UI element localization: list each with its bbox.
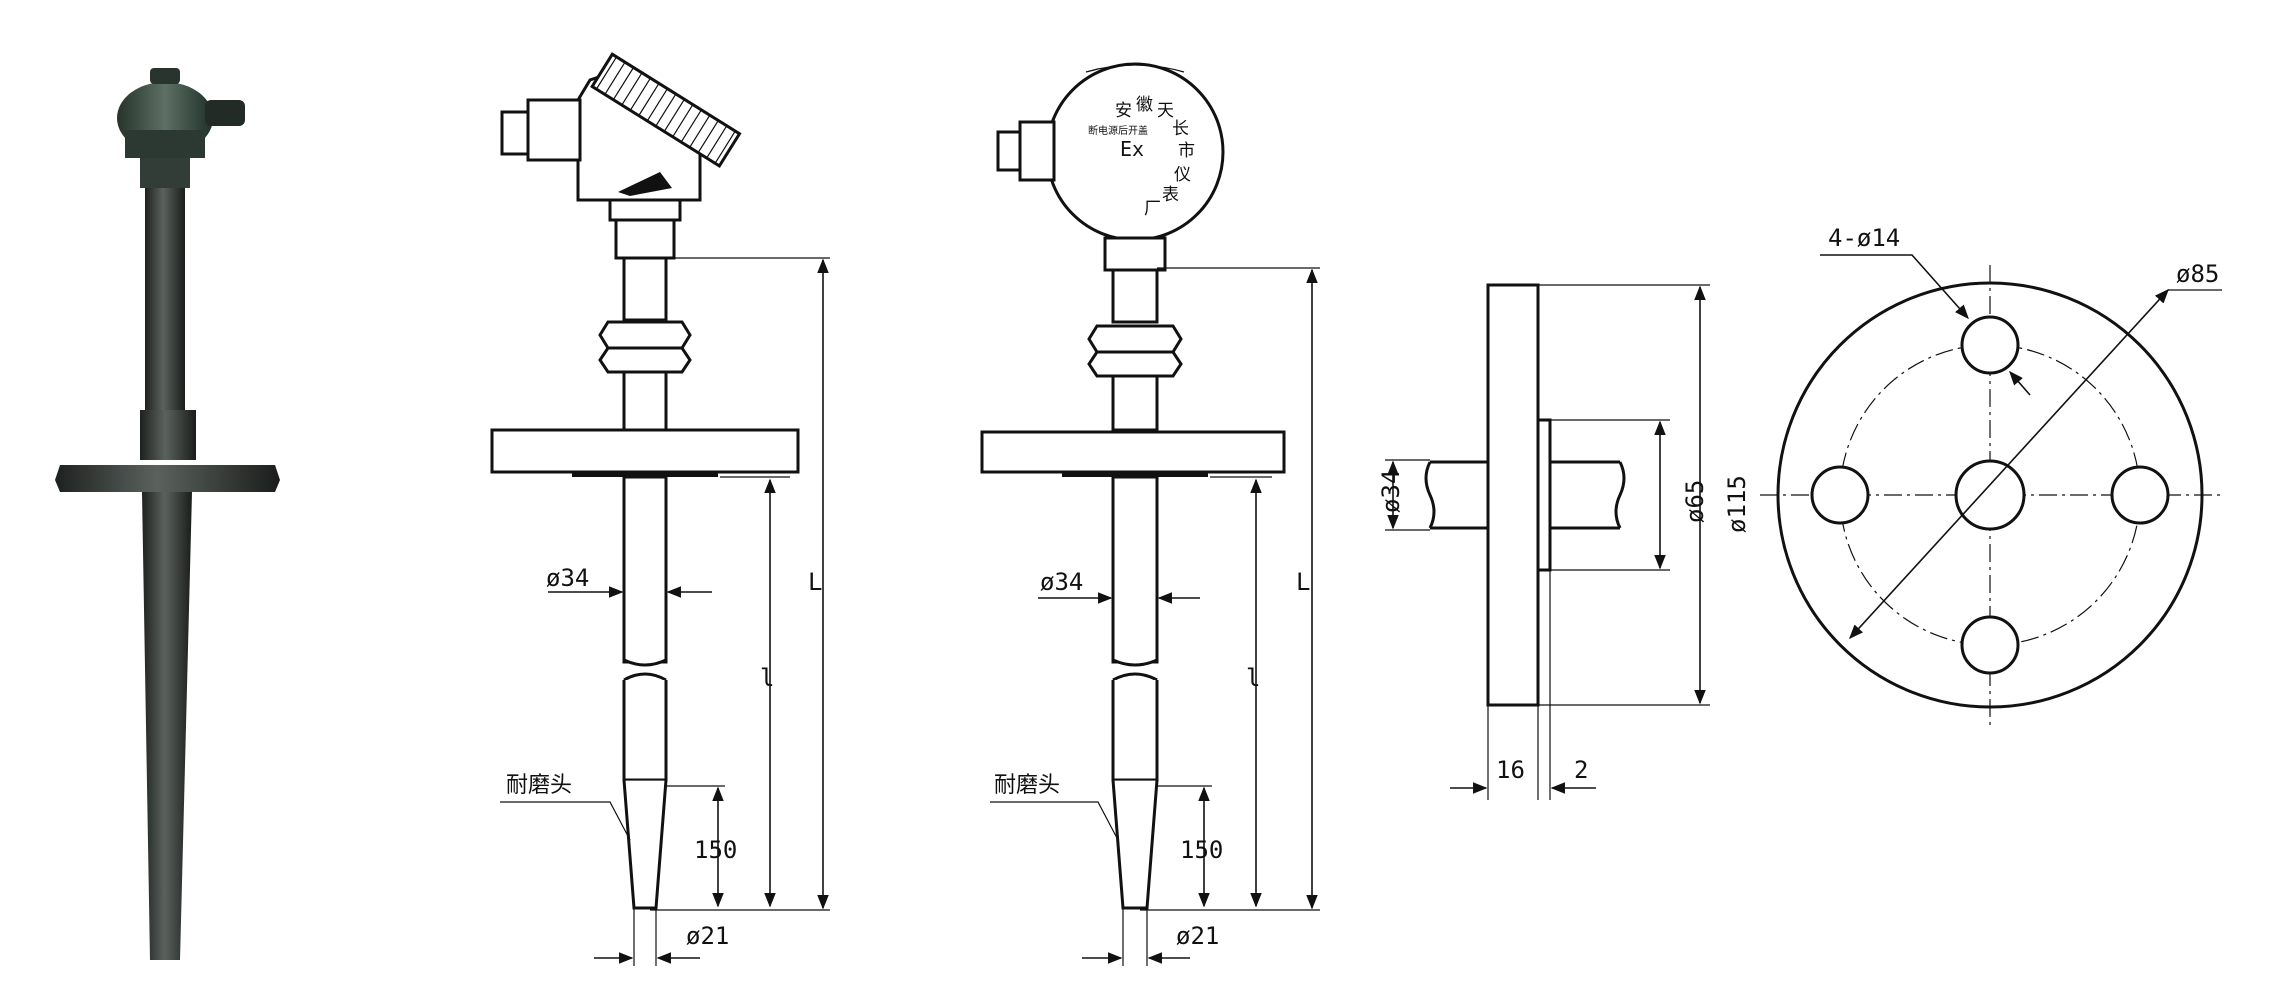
photo-upper-rod <box>145 180 185 420</box>
warning-text: 断电源后开盖 <box>1088 124 1148 137</box>
dim-bolt-holes: 4-ø14 <box>1828 224 1900 252</box>
flange-gasket-2 <box>1062 472 1208 477</box>
extension-stem <box>622 256 668 322</box>
flange-face-view: ø85 4-ø14 <box>1760 224 2222 730</box>
bolt-hole-top <box>1960 315 2020 375</box>
photo-cable-gland <box>205 100 245 126</box>
dim-line-pcd <box>1849 288 2169 640</box>
product-photo <box>55 68 280 960</box>
protection-tube-lower <box>622 680 668 782</box>
protection-tube-upper <box>622 475 668 664</box>
nameplate-mark <box>618 172 672 196</box>
plate-char-4: 市 <box>1178 141 1195 161</box>
bolt-hole-right <box>2110 465 2170 525</box>
head-base <box>608 198 682 222</box>
bolt-hole-bottom <box>1960 615 2020 675</box>
dim-L-label: L <box>808 568 822 596</box>
hex-nut-lower <box>598 346 692 374</box>
cable-gland-round <box>996 130 1022 172</box>
center-bore <box>1954 459 2026 531</box>
wear-resistant-tip-2 <box>1111 779 1159 910</box>
tip-leader-line-2 <box>990 801 1119 841</box>
leader-bolt-holes <box>1820 254 1969 320</box>
hex-nut-lower-2 <box>1087 350 1183 378</box>
dim-flange-thickness: 16 <box>1496 756 1525 784</box>
plate-char-6: 表 <box>1162 185 1179 205</box>
mounting-flange <box>490 428 800 474</box>
plate-char-7: 厂 <box>1144 199 1161 219</box>
photo-flange <box>55 465 280 492</box>
dim-L-label-2: L <box>1296 568 1310 596</box>
front-view-round-head: 安 徽 天 长 市 仪 表 厂 Ex 断电源后开盖 L l 150 <box>980 62 1320 966</box>
dim-pipe-diameter: ø34 <box>1377 470 1405 513</box>
tip-leader-line <box>500 801 631 841</box>
tip-callout-label-2: 耐磨头 <box>994 773 1060 798</box>
plate-char-5: 仪 <box>1174 165 1191 185</box>
cable-gland-nut <box>500 110 530 156</box>
plate-char-2: 天 <box>1157 101 1174 121</box>
head-base-round <box>1103 236 1167 272</box>
dim-tip-diameter: ø21 <box>686 922 729 950</box>
tip-callout-label: 耐磨头 <box>506 773 572 798</box>
dim-flange-od: ø115 <box>1723 475 1751 533</box>
protection-tube-upper-2 <box>1111 475 1159 664</box>
stem-lower-2 <box>1111 374 1159 432</box>
dim-tip-label: 150 <box>694 836 737 864</box>
head-neck <box>614 218 676 260</box>
photo-head-neck <box>140 158 190 188</box>
flange-gasket <box>572 472 718 477</box>
plate-char-3: 长 <box>1172 119 1189 139</box>
hex-nut-upper <box>598 320 692 350</box>
dim-tip-label-2: 150 <box>1180 836 1223 864</box>
dim-l-label: l <box>760 664 774 692</box>
stem-lower <box>622 370 668 432</box>
dim-pitch-circle: ø85 <box>2176 260 2219 288</box>
dim-face-step: 2 <box>1574 756 1588 784</box>
wear-resistant-tip <box>622 779 668 910</box>
dim-l-label-2: l <box>1246 664 1260 692</box>
extension-stem-2 <box>1111 268 1159 324</box>
cable-entry-round <box>1018 120 1056 182</box>
hex-nut-upper-2 <box>1087 324 1183 354</box>
ex-mark: Ex <box>1120 137 1144 161</box>
dim-tube-diameter: ø34 <box>546 564 589 592</box>
plate-char-0: 安 <box>1115 101 1132 121</box>
photo-collar <box>140 410 196 460</box>
mounting-flange-2 <box>980 430 1286 474</box>
plate-char-1: 徽 <box>1136 95 1153 115</box>
photo-head-base <box>125 130 205 158</box>
photo-head-cap <box>150 68 180 84</box>
dim-tube-diameter-2: ø34 <box>1040 568 1083 596</box>
flange-raised-face <box>1536 418 1552 572</box>
photo-protection-tube <box>142 492 192 960</box>
cable-entry <box>526 98 582 162</box>
dim-tip-diameter-2: ø21 <box>1176 922 1219 950</box>
flange-plate-section <box>1486 283 1540 707</box>
flange-section-view: ø34 ø65 ø115 16 2 <box>1377 283 1751 800</box>
protection-tube-lower-2 <box>1111 680 1159 782</box>
bolt-hole-left <box>1810 465 1870 525</box>
side-view-angled-head: L l 150 ø34 ø21 耐磨头 <box>490 52 830 966</box>
dim-raised-face: ø65 <box>1681 480 1709 523</box>
